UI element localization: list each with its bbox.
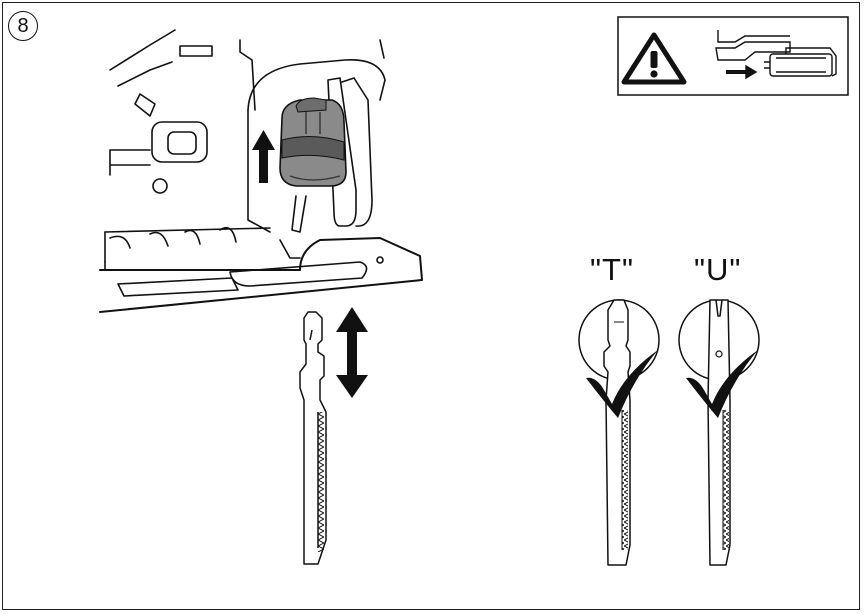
u-shank-label: "U" (694, 252, 741, 288)
t-shank-label: "T" (590, 252, 634, 288)
blade-clamp-knob (280, 98, 346, 186)
arrow-up-icon (252, 130, 275, 183)
blade-u-shank (679, 300, 759, 565)
warning-box (618, 17, 848, 95)
blade-t-shank (579, 300, 659, 565)
double-arrow-vertical-icon (336, 307, 368, 398)
saw-blade (300, 312, 326, 564)
